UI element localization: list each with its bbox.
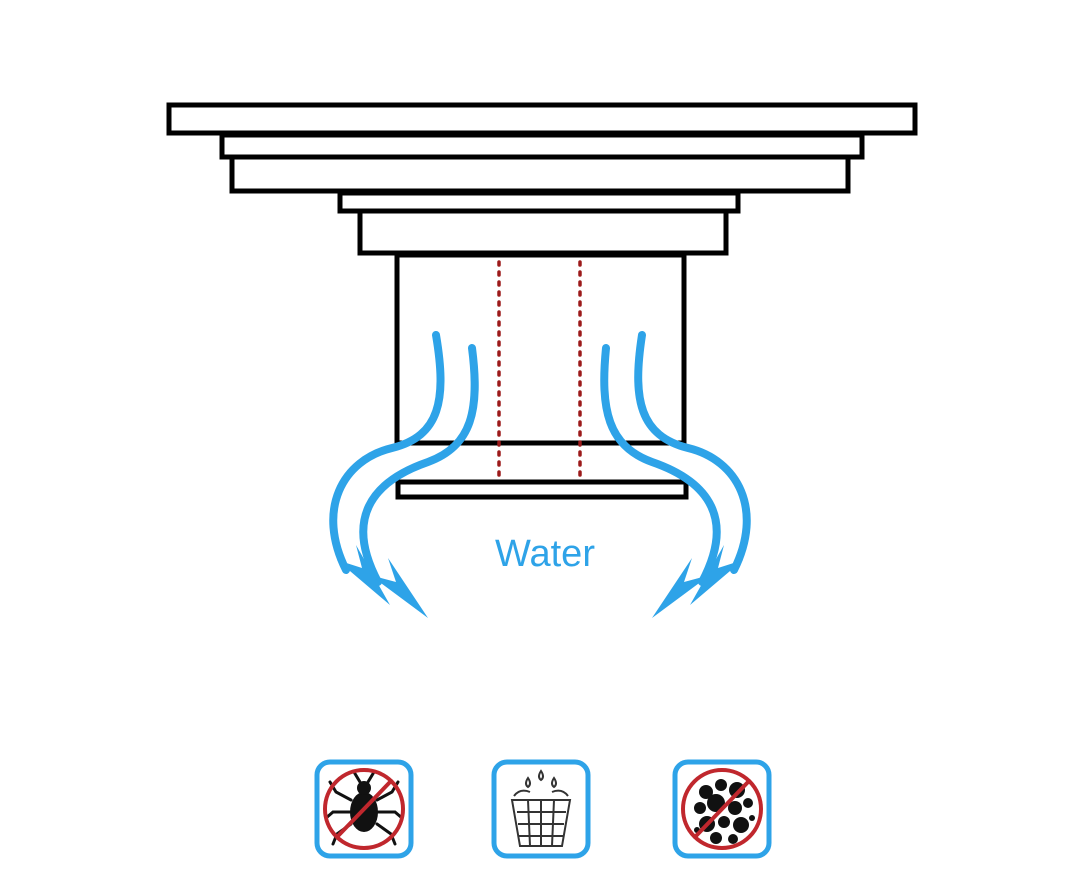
badge-filter-drain xyxy=(491,759,591,859)
feature-badges xyxy=(314,759,772,859)
arrowhead-left-inner xyxy=(370,558,428,618)
badge-no-odor-bacteria xyxy=(672,759,772,859)
bacteria-prohibited-icon xyxy=(681,768,763,850)
arrowhead-right-outer xyxy=(690,545,743,605)
drain-top-plate xyxy=(166,102,918,136)
drain-plate-3 xyxy=(229,154,851,194)
drain-plate-4 xyxy=(337,190,741,214)
arrowhead-right-inner xyxy=(652,558,710,618)
drain-bottom-plate xyxy=(395,479,689,500)
water-flow: Water xyxy=(329,331,751,618)
bug-prohibited-icon xyxy=(323,768,405,850)
badge-no-insects xyxy=(314,759,414,859)
drain-plate-2 xyxy=(219,132,865,160)
flow-arrow-left-inner xyxy=(359,344,479,586)
water-label: Water xyxy=(495,533,595,575)
flow-arrow-right-outer xyxy=(634,331,751,574)
flow-arrow-right-inner xyxy=(600,344,721,586)
drain-plate-5 xyxy=(357,208,729,256)
drain-filter-icon xyxy=(510,769,572,847)
arrowhead-left-outer xyxy=(337,545,390,605)
drain-body xyxy=(166,102,918,500)
flow-arrow-left-outer xyxy=(329,331,445,574)
